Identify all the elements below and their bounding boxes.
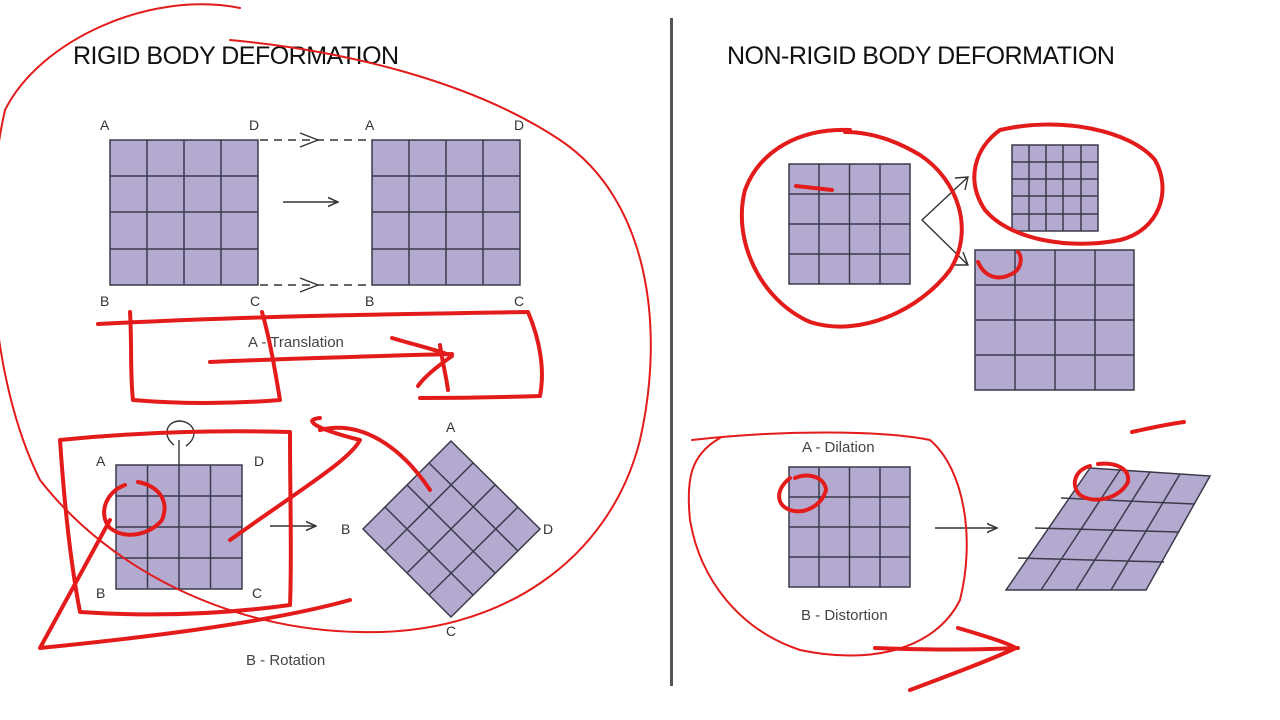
annotation-distortion-target-circle: [1072, 461, 1131, 502]
section-divider: [670, 18, 673, 686]
caption-dilation: A - Dilation: [802, 439, 875, 456]
dilation-diagram: A - Dilation: [788, 144, 1135, 456]
corner-label-a: A: [96, 453, 106, 469]
caption-translation: A - Translation: [248, 334, 344, 351]
annotation-translation-arrow: [208, 336, 454, 392]
corner-label-d: D: [543, 521, 553, 537]
annotation-distortion-small-circle: [777, 473, 828, 514]
annotation-distortion-circle: [687, 431, 968, 657]
annotation-dilation-tick: [794, 184, 834, 192]
rotation-diagram: A D B C A D C B B - Rotation: [96, 419, 553, 669]
rigid-title: RIGID BODY DEFORMATION: [73, 42, 399, 70]
annotation-dilation-hook: [976, 250, 1023, 280]
annotation-distortion-arrow: [873, 626, 1020, 692]
distortion-target-grid: [1004, 467, 1212, 591]
annotation-distortion-dash: [1130, 420, 1186, 434]
rotation-pivot-arrow: [166, 420, 195, 447]
corner-label-a: A: [365, 117, 375, 133]
translation-diagram: A D A D B C B C A - Translation: [100, 117, 524, 351]
red-annotations: [0, 3, 1186, 692]
corner-label-d: D: [249, 117, 259, 133]
corner-label-c: C: [252, 585, 262, 601]
corner-label-a: A: [100, 117, 110, 133]
caption-rotation: B - Rotation: [246, 652, 325, 669]
corner-label-c: C: [250, 293, 260, 309]
corner-label-d: D: [254, 453, 264, 469]
annotation-rotation-box: [38, 416, 362, 650]
corner-label-b: B: [365, 293, 374, 309]
corner-label-b: B: [341, 521, 350, 537]
annotation-dilation-small-circle: [972, 122, 1165, 246]
corner-label-b: B: [96, 585, 105, 601]
corner-label-d: D: [514, 117, 524, 133]
corner-label-a: A: [446, 419, 456, 435]
distortion-diagram: B - Distortion: [788, 466, 1212, 624]
corner-label-c: C: [514, 293, 524, 309]
dilation-small-grid: [1011, 144, 1099, 232]
annotation-rotation-curve: [318, 425, 432, 492]
annotation-big-loop: [0, 3, 652, 634]
nonrigid-title: NON-RIGID BODY DEFORMATION: [727, 42, 1115, 70]
corner-label-b: B: [100, 293, 109, 309]
corner-label-c: C: [446, 623, 456, 639]
annotation-dilation-source-circle: [739, 127, 964, 329]
caption-distortion: B - Distortion: [801, 607, 888, 624]
annotation-rotation-circle: [102, 480, 167, 537]
